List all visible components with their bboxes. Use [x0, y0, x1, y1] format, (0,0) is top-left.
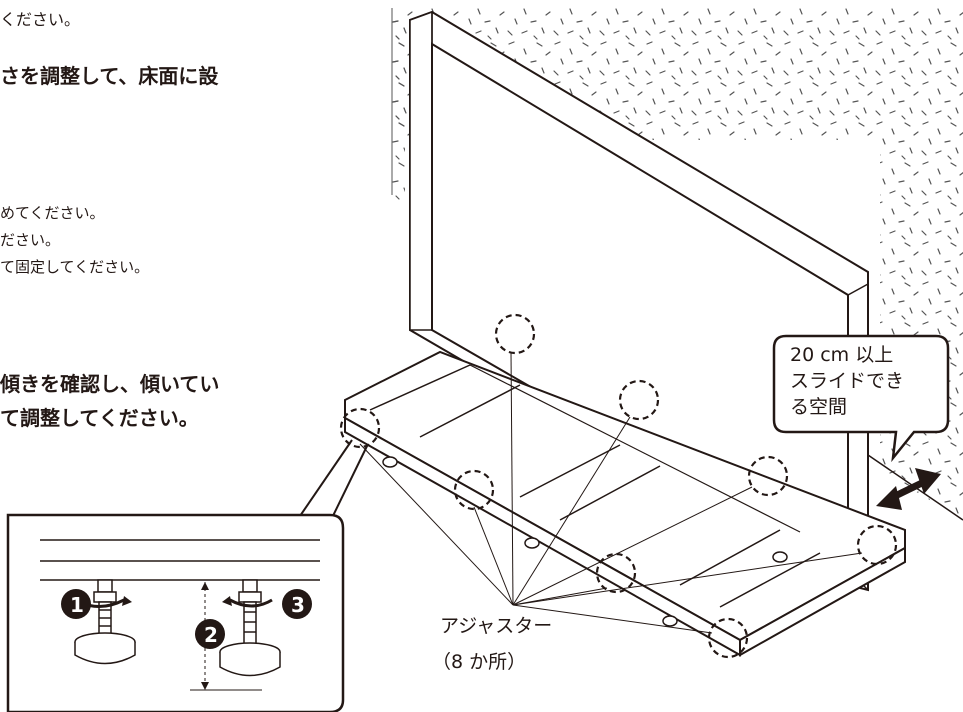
clearance-callout-balloon [772, 334, 950, 463]
callout-line-3: る空間 [790, 396, 848, 418]
adjuster-foot-left [74, 579, 136, 665]
marker-3-label: 3 [291, 593, 305, 617]
rotate-arrow-right [229, 598, 273, 608]
marker-2-icon [195, 619, 225, 649]
marker-1-icon [61, 589, 91, 619]
adjuster-label-line-2: （8 か所） [432, 651, 527, 673]
marker-2-label: 2 [204, 623, 218, 647]
step-heading-adjust-height: さを調整して、床面に設 [0, 64, 219, 88]
instruction-line-1: ください。 [0, 10, 81, 29]
note-line-1: めてください。 [0, 204, 105, 222]
display-panel [409, 10, 869, 592]
note-line-2: ださい。 [0, 231, 61, 249]
adjuster-markers [339, 313, 898, 659]
zoom-leader [299, 439, 353, 517]
caster-wheels [382, 456, 788, 627]
callout-line-2: スライドでき [790, 370, 905, 392]
detail-inset [6, 513, 345, 712]
adjuster-foot-right [219, 579, 281, 677]
slide-space-arrow [876, 468, 941, 510]
step-heading-check-tilt-2: て調整してください。 [0, 406, 199, 430]
callout-line-1: 20 cm 以上 [790, 344, 894, 366]
marker-3-icon [282, 589, 312, 619]
step-heading-check-tilt-1: 傾きを確認し、傾いてい [0, 372, 220, 396]
note-line-3: て固定してください。 [0, 258, 150, 276]
adjuster-leader-lines [359, 351, 863, 634]
adjuster-label-line-1: アジャスター [440, 615, 553, 637]
marker-1-label: 1 [70, 593, 84, 617]
stand-base [344, 350, 906, 657]
